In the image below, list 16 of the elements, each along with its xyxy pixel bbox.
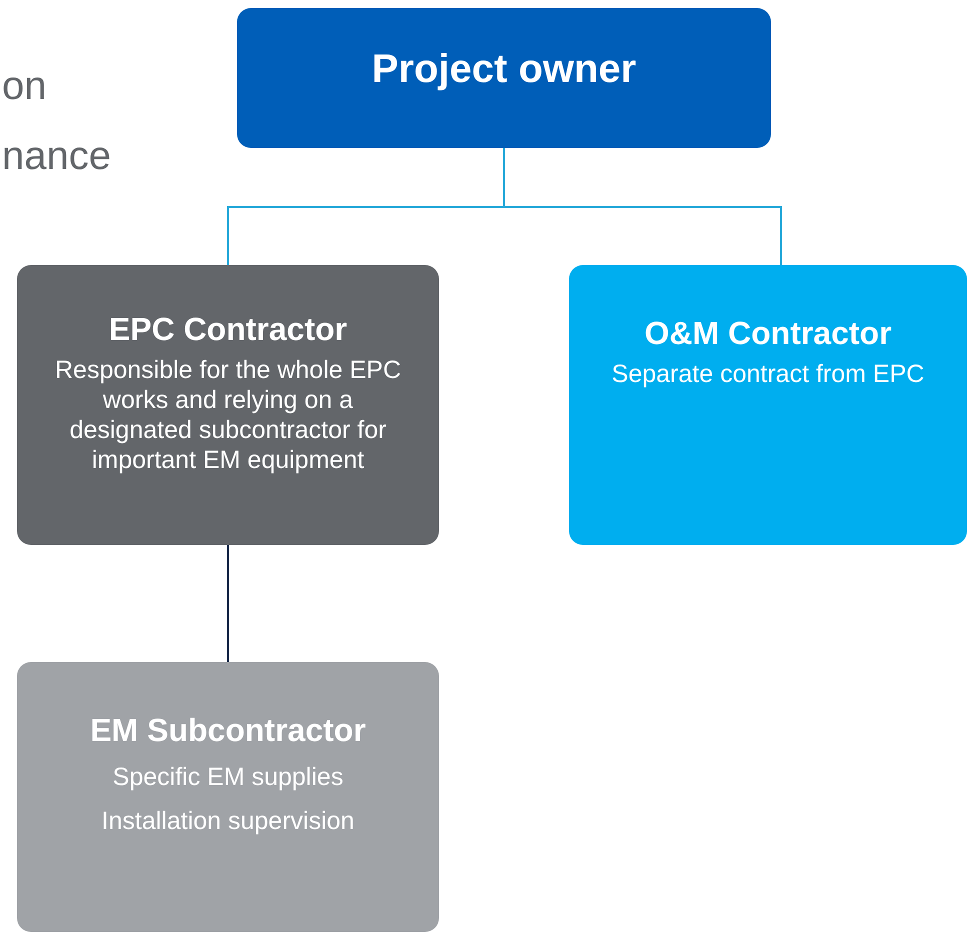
org-box xyxy=(17,265,439,545)
org-box xyxy=(569,265,967,545)
box-description: Installation supervision xyxy=(102,806,354,836)
partial-text: on xyxy=(2,64,46,109)
box-title: EM Subcontractor xyxy=(90,711,366,750)
box-description: Separate contract from EPC xyxy=(612,359,924,389)
connector-line xyxy=(227,545,229,662)
org-box xyxy=(237,8,771,148)
box-title: Project owner xyxy=(372,46,636,93)
box-description: Specific EM supplies xyxy=(112,762,344,792)
box-title: EPC Contractor xyxy=(108,310,348,349)
connector-line xyxy=(503,148,782,265)
box-description: Responsible for the whole EPC works and relying on a designated subcontractor for important EM equipment xyxy=(54,355,402,475)
org-box xyxy=(17,662,439,932)
partial-text: nance xyxy=(2,134,111,179)
box-title: O&M Contractor xyxy=(644,314,892,353)
